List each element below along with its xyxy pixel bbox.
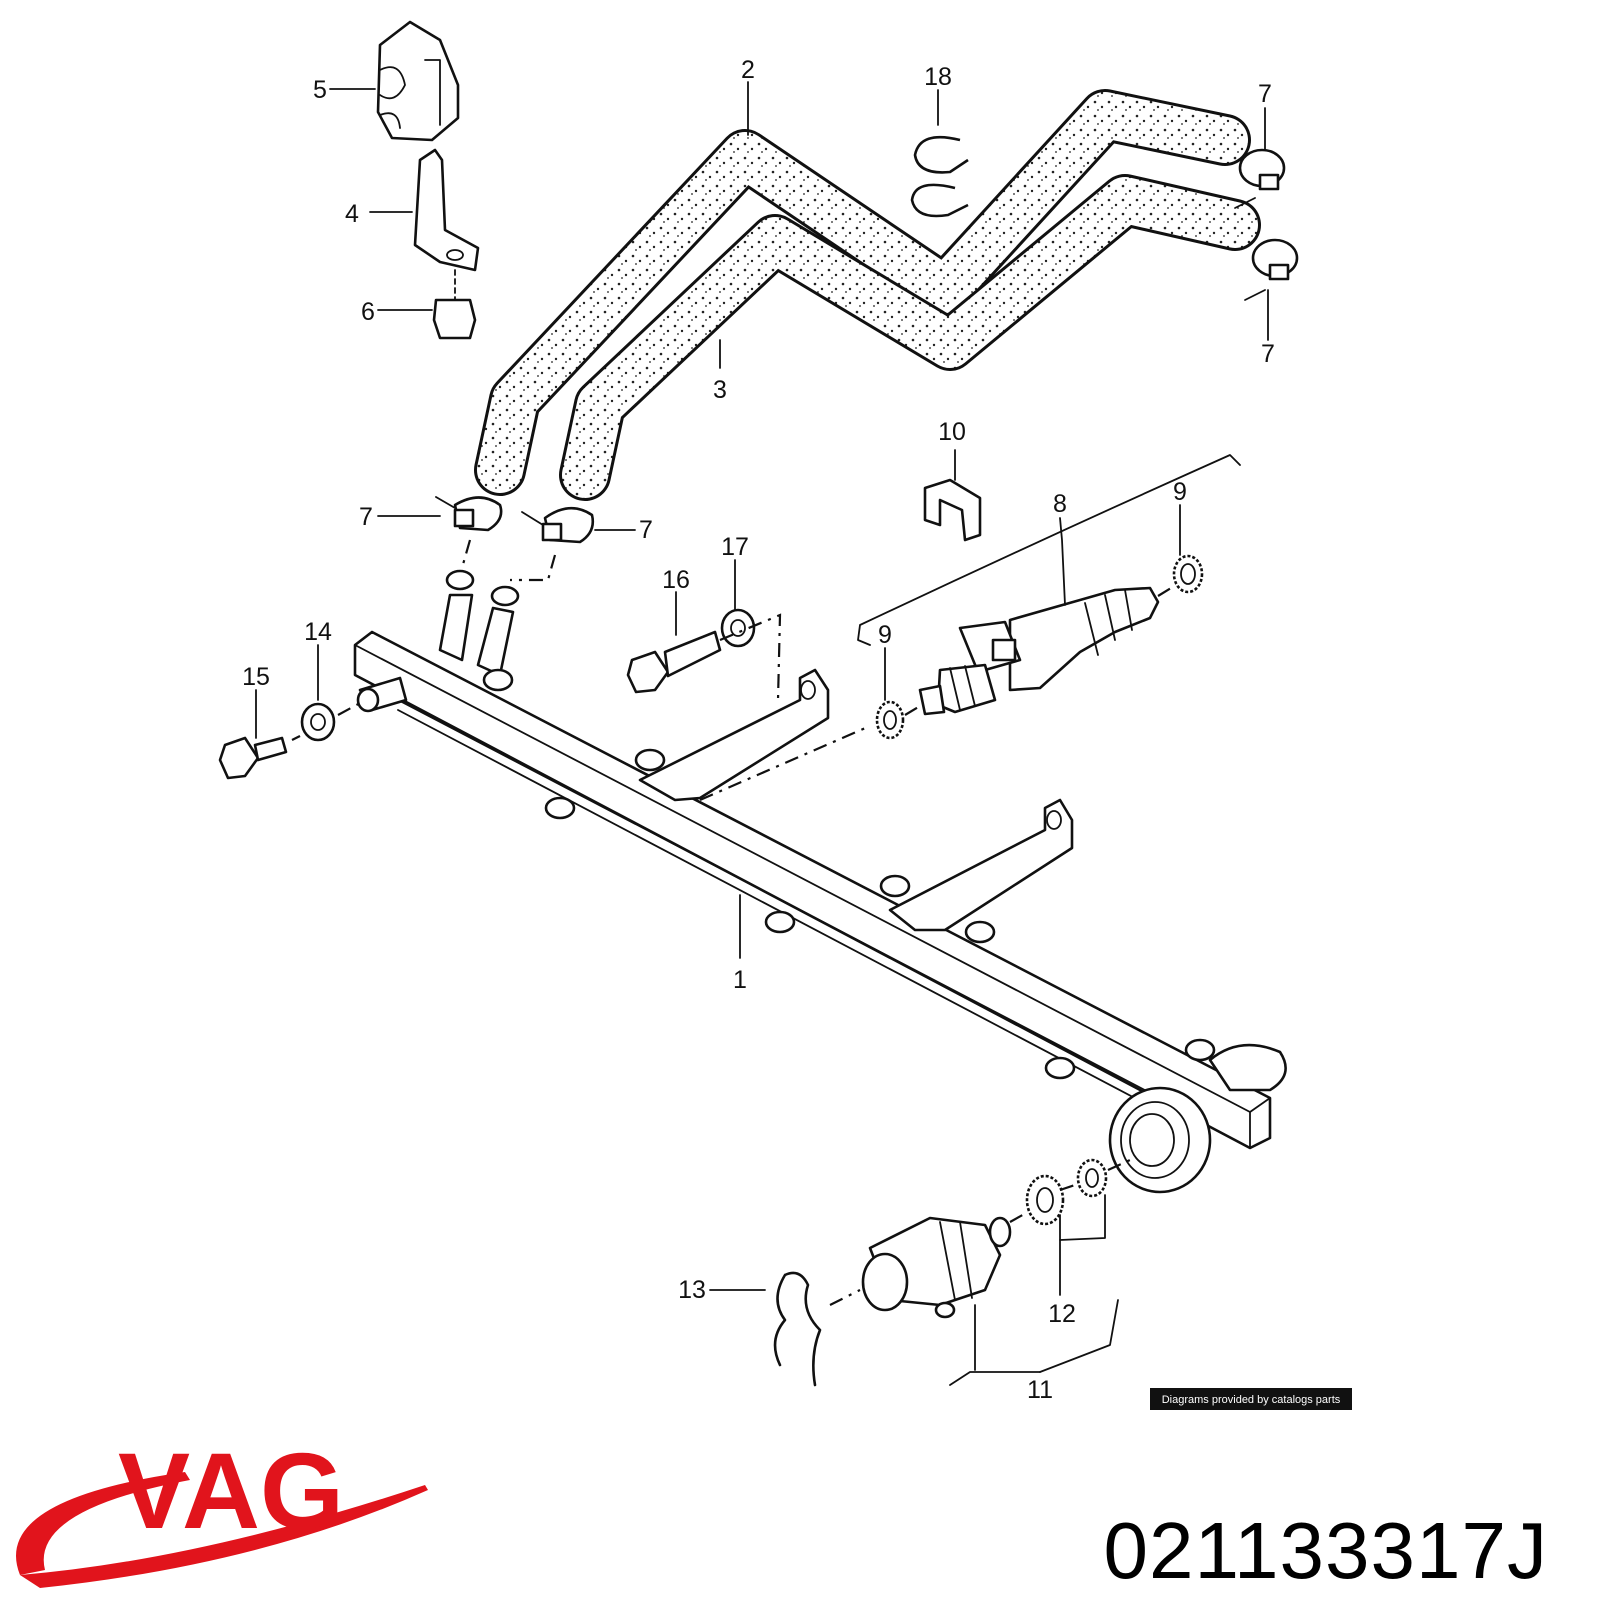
- callout-labels: 1 2 3 4 5 6 7 7 7 7 8 9 9 10 11 12 13 14…: [242, 56, 1275, 1404]
- callout-7-lower-right: 7: [1261, 340, 1275, 368]
- callout-12: 12: [1048, 1300, 1076, 1328]
- callout-1: 1: [733, 966, 747, 994]
- leader-lines: [255, 81, 1269, 1386]
- callout-13: 13: [678, 1276, 706, 1304]
- brand-wordmark: VAG: [118, 1430, 344, 1551]
- logo-swoosh-bottom: [20, 1485, 428, 1588]
- callout-5: 5: [313, 76, 327, 104]
- hose-clamp-7-left-b: [521, 506, 595, 544]
- bolt-15: [218, 736, 288, 780]
- clip-10: [923, 478, 982, 542]
- hose-clamp-7-left-a: [435, 496, 503, 532]
- injector-8: [918, 586, 1160, 716]
- part-number: 021133317J: [1104, 1506, 1549, 1595]
- callout-18: 18: [924, 63, 952, 91]
- callout-16: 16: [662, 566, 690, 594]
- callout-9-lower: 9: [878, 621, 892, 649]
- callout-7-left-a: 7: [359, 503, 373, 531]
- fuel-rail-1: [353, 569, 1287, 1194]
- callout-15: 15: [242, 663, 270, 691]
- o-ring-9-lower: [875, 700, 905, 740]
- o-ring-12-a: [1025, 1174, 1065, 1226]
- callout-7-upper-right: 7: [1258, 80, 1272, 108]
- credit-text: Diagrams provided by catalogs parts: [1162, 1394, 1341, 1406]
- o-ring-12-b: [1076, 1158, 1108, 1198]
- callout-3: 3: [713, 376, 727, 404]
- callout-10: 10: [938, 418, 966, 446]
- hose-clip-18: [910, 135, 969, 218]
- callout-11: 11: [1027, 1376, 1053, 1404]
- bracket-clip-5: [376, 20, 460, 142]
- callout-14: 14: [304, 618, 332, 646]
- assembly-lines: [291, 539, 1177, 1306]
- logo-swoosh-left: [16, 1472, 190, 1575]
- callout-2: 2: [741, 56, 755, 84]
- spring-clip-13: [773, 1271, 822, 1387]
- credit-badge: Diagrams provided by catalogs parts: [1150, 1388, 1352, 1410]
- hose-clamp-7-upper-right: [1234, 148, 1286, 209]
- hose-clamp-7-lower-right: [1244, 238, 1299, 301]
- callout-4: 4: [345, 200, 359, 228]
- nut-6: [432, 269, 477, 340]
- bracket-4: [413, 148, 480, 272]
- bolt-16: [626, 630, 722, 694]
- callout-9-upper: 9: [1173, 478, 1187, 506]
- hose-2: [474, 89, 1251, 496]
- callout-17: 17: [721, 533, 749, 561]
- pressure-regulator-11: [861, 1216, 1012, 1319]
- o-ring-9-upper: [1172, 554, 1204, 594]
- hose-3: [559, 174, 1261, 501]
- vag-logo: VAG: [16, 1430, 428, 1588]
- washer-14: [300, 702, 336, 742]
- callout-6: 6: [361, 298, 375, 326]
- callout-8: 8: [1053, 490, 1067, 518]
- callout-7-left-b: 7: [639, 516, 653, 544]
